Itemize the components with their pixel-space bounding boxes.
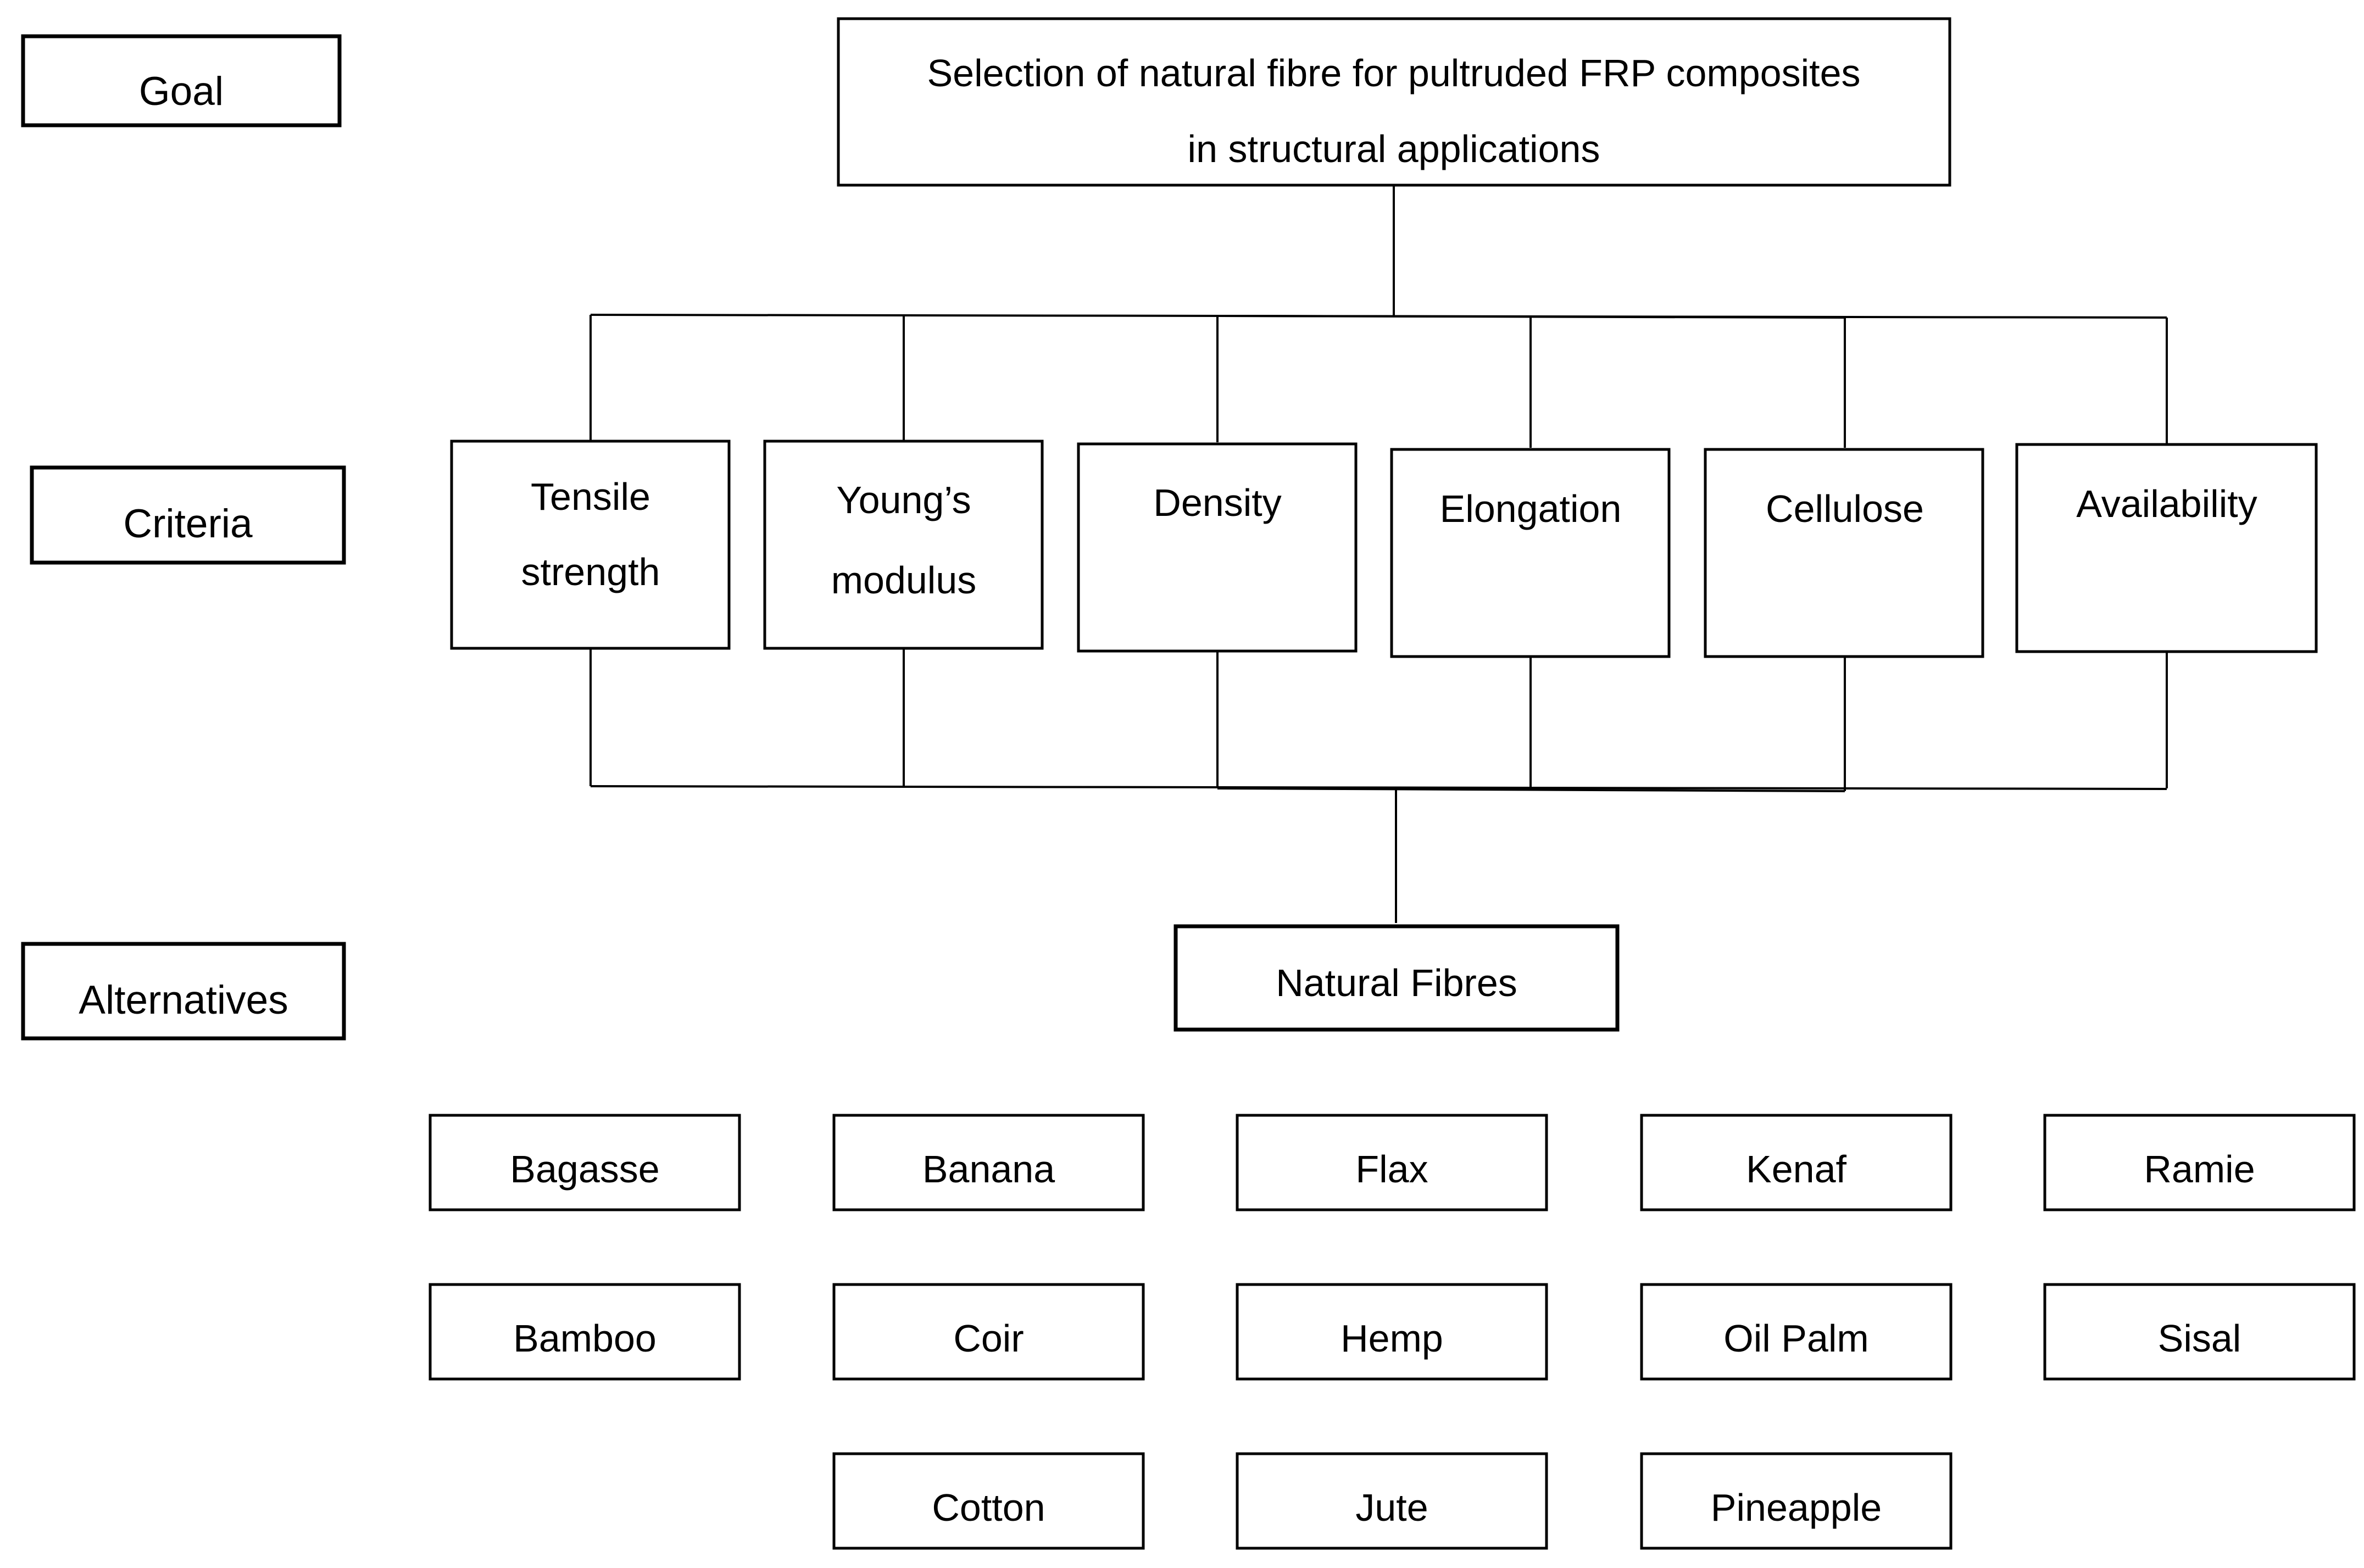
fibre-coir-label: Coir (953, 1317, 1024, 1360)
level-label-goal: Goal (21, 34, 342, 127)
fibre-hemp: Hemp (1236, 1283, 1548, 1381)
criterion-elongation: Elongation (1390, 448, 1671, 658)
goal-text-line1: Selection of natural fibre for pultruded… (927, 52, 1860, 94)
criterion-tensile-strength-line1: Tensile (531, 475, 650, 518)
level-label-goal-text: Goal (139, 69, 224, 114)
goal-text-line2: in structural applications (1188, 127, 1600, 170)
fibre-pineapple: Pineapple (1640, 1452, 1953, 1550)
natural-fibres-node: Natural Fibres (1173, 924, 1620, 1032)
natural-fibres-label: Natural Fibres (1276, 961, 1517, 1004)
fibre-pineapple-label: Pineapple (1711, 1486, 1882, 1529)
fibre-sisal-label: Sisal (2158, 1317, 2241, 1360)
fibre-flax: Flax (1236, 1114, 1548, 1211)
fibre-pineapple-box (1640, 1452, 1953, 1550)
criterion-density-label: Density (1153, 481, 1281, 524)
criterion-availability-label: Availability (2076, 482, 2257, 525)
fibre-kenaf-label: Kenaf (1746, 1148, 1846, 1191)
fibre-hemp-label: Hemp (1340, 1317, 1443, 1360)
criterion-tensile-strength-line2: strength (521, 551, 660, 593)
criterion-youngs-modulus-line1: Young’s (836, 479, 971, 521)
fibre-bamboo-label: Bamboo (513, 1317, 657, 1360)
fibre-banana-label: Banana (922, 1148, 1055, 1191)
fibre-ramie-label: Ramie (2144, 1148, 2255, 1191)
fibre-ramie-box (2043, 1114, 2356, 1211)
criteria-bus-center (1217, 787, 1845, 792)
fibre-flax-label: Flax (1355, 1148, 1428, 1191)
criterion-tensile-strength: Tensile strength (450, 440, 731, 650)
fibre-sisal: Sisal (2043, 1283, 2356, 1381)
fibre-sisal-box (2043, 1283, 2356, 1381)
criterion-cellulose: Cellulose (1704, 448, 1984, 658)
criterion-cellulose-label: Cellulose (1766, 487, 1924, 530)
fibre-oil-palm-box (1640, 1283, 1953, 1381)
criterion-density: Density (1077, 442, 1358, 653)
level-label-alternatives-text: Alternatives (79, 978, 288, 1022)
level-label-criteria-text: Criteria (123, 502, 253, 546)
fibre-banana-box (832, 1114, 1145, 1211)
fibre-cotton: Cotton (832, 1452, 1145, 1550)
fibre-coir: Coir (832, 1283, 1145, 1381)
goal-node: Selection of natural fibre for pultruded… (837, 17, 1951, 187)
fibre-flax-box (1236, 1114, 1548, 1211)
fibre-bagasse: Bagasse (429, 1114, 741, 1211)
level-label-criteria: Criteria (30, 465, 346, 565)
fibre-banana: Banana (832, 1114, 1145, 1211)
fibre-hemp-box (1236, 1283, 1548, 1381)
fibre-oil-palm-label: Oil Palm (1723, 1317, 1868, 1360)
criteria-bus (590, 785, 2167, 790)
criterion-elongation-label: Elongation (1440, 487, 1622, 530)
fibre-oil-palm: Oil Palm (1640, 1283, 1953, 1381)
fibre-jute: Jute (1236, 1452, 1548, 1550)
fibre-cotton-label: Cotton (932, 1486, 1045, 1529)
fibre-kenaf-box (1640, 1114, 1953, 1211)
fibre-bamboo-box (429, 1283, 741, 1381)
fibre-bagasse-label: Bagasse (510, 1148, 659, 1191)
fibre-kenaf: Kenaf (1640, 1114, 1953, 1211)
fibre-bamboo: Bamboo (429, 1283, 741, 1381)
fibre-jute-label: Jute (1355, 1486, 1428, 1529)
criterion-youngs-modulus-line2: modulus (831, 559, 977, 602)
goal-to-criteria-connectors (589, 185, 2168, 448)
fibre-bagasse-box (429, 1114, 741, 1211)
fibre-ramie: Ramie (2043, 1114, 2356, 1211)
fibre-cotton-box (832, 1452, 1145, 1550)
criterion-availability: Availability (2015, 443, 2318, 653)
fibre-coir-box (832, 1283, 1145, 1381)
level-label-alternatives: Alternatives (21, 942, 346, 1041)
fibre-jute-box (1236, 1452, 1548, 1550)
criterion-youngs-modulus: Young’s modulus (763, 440, 1044, 650)
criteria-to-alternatives-connectors (589, 648, 2168, 923)
